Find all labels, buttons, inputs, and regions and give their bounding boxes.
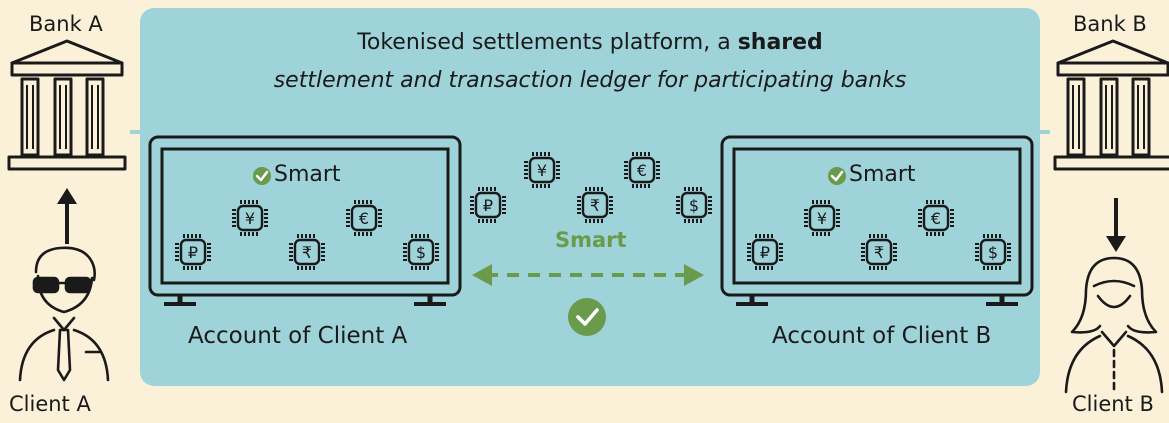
- token-symbol: ₽: [483, 196, 493, 215]
- confirmation-check-icon: [568, 298, 606, 336]
- account-b-smart-label: Smart: [849, 162, 916, 187]
- platform-title-text: Tokenised settlements platform, a: [357, 30, 738, 55]
- token-chip-icon: €: [622, 150, 662, 190]
- client-b-label: Client B: [1072, 392, 1154, 416]
- token-chip-icon: ₹: [859, 232, 899, 272]
- token-symbol: ₹: [590, 196, 600, 215]
- token-chip-icon: $: [973, 232, 1013, 272]
- token-symbol: €: [931, 209, 941, 228]
- account-b-label: Account of Client B: [772, 323, 992, 349]
- arrow-up-icon: [57, 188, 77, 244]
- bank-icon: [7, 39, 127, 171]
- check-icon: [253, 167, 271, 185]
- token-chip-icon: ₽: [173, 232, 213, 272]
- token-chip-icon: ₹: [287, 232, 327, 272]
- token-symbol: $: [416, 243, 426, 262]
- arrow-down-icon: [1106, 198, 1126, 252]
- token-chip-icon: ₽: [745, 232, 785, 272]
- token-symbol: ₹: [874, 243, 884, 262]
- check-icon: [828, 167, 846, 185]
- client-a-label: Client A: [9, 392, 91, 416]
- token-chip-icon: ₽: [468, 185, 508, 225]
- bank-a-label: Bank A: [29, 12, 103, 36]
- bank-icon: [1053, 39, 1169, 171]
- client-b-icon: [1064, 256, 1164, 394]
- token-symbol: ¥: [817, 209, 827, 228]
- token-chip-icon: $: [674, 185, 714, 225]
- token-symbol: €: [359, 209, 369, 228]
- client-a-icon: [18, 246, 110, 382]
- transfer-arrow-icon: [472, 264, 704, 286]
- token-symbol: ₽: [760, 243, 770, 262]
- token-symbol: $: [689, 196, 699, 215]
- account-a-smart-label: Smart: [274, 162, 341, 187]
- token-chip-icon: €: [916, 198, 956, 238]
- account-a-label: Account of Client A: [188, 323, 408, 349]
- token-symbol: ¥: [537, 161, 547, 180]
- bank-b-label: Bank B: [1073, 12, 1147, 36]
- platform-title-emphasis: shared: [737, 30, 823, 55]
- token-symbol: $: [988, 243, 998, 262]
- token-symbol: €: [637, 161, 647, 180]
- token-chip-icon: ¥: [230, 198, 270, 238]
- platform-subtitle: settlement and transaction ledger for pa…: [273, 68, 907, 93]
- account-b-monitor: [720, 135, 1034, 306]
- token-chip-icon: $: [401, 232, 441, 272]
- platform-title: Tokenised settlements platform, a shared: [140, 30, 1040, 55]
- account-a-monitor: [148, 135, 462, 306]
- token-chip-icon: €: [344, 198, 384, 238]
- platform-panel: [140, 8, 1040, 386]
- token-chip-icon: ₹: [575, 185, 615, 225]
- transfer-smart-label: Smart: [555, 228, 627, 252]
- token-chip-icon: ¥: [522, 150, 562, 190]
- token-symbol: ₹: [302, 243, 312, 262]
- token-chip-icon: ¥: [802, 198, 842, 238]
- token-symbol: ¥: [245, 209, 255, 228]
- token-symbol: ₽: [188, 243, 198, 262]
